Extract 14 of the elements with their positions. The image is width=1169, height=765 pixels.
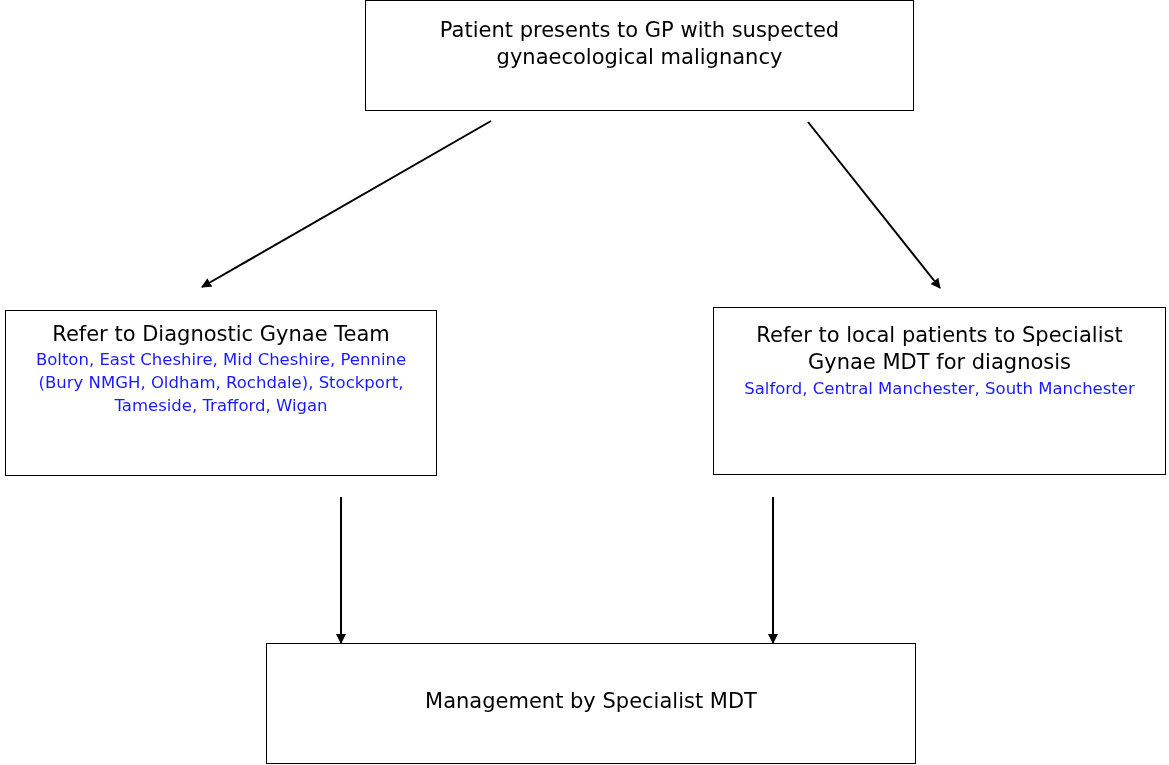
arrow — [201, 120, 492, 288]
arrow — [336, 496, 346, 644]
process-box — [365, 0, 914, 111]
node-title: Refer to Diagnostic Gynae Team — [51, 321, 391, 348]
process-box — [266, 643, 916, 764]
node-detail: Bolton, East Cheshire, Mid Cheshire, Pennine (Bury NMGH, Oldham, Rochdale), Stockport, Tameside, Trafford, Wigan — [34, 349, 408, 418]
arrow — [768, 496, 778, 644]
node-title: Patient presents to GP with suspected gynaecological malignancy — [438, 17, 841, 72]
process-box — [713, 307, 1166, 475]
node-title: Management by Specialist MDT — [424, 688, 758, 715]
process-box — [5, 310, 437, 476]
node-detail: Salford, Central Manchester, South Manchester — [743, 377, 1136, 400]
arrow — [807, 121, 941, 289]
node-title: Refer to local patients to Specialist Gynae MDT for diagnosis — [755, 322, 1124, 377]
